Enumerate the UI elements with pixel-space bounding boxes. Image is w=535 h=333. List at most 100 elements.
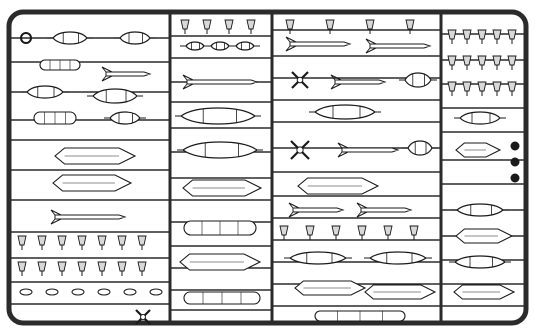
drop-tank-part	[179, 253, 262, 271]
pylon-body	[305, 225, 315, 236]
pylon-body	[180, 19, 190, 30]
pylon-part	[325, 19, 335, 34]
pylon-part	[37, 235, 47, 250]
pylon-part	[37, 261, 47, 276]
round-part	[510, 141, 520, 151]
pylon-part	[77, 261, 87, 276]
pylon-body	[492, 55, 502, 66]
pylon-part	[477, 55, 487, 70]
pylon-part	[97, 261, 107, 276]
pylon-body	[224, 19, 234, 30]
missile-fins	[288, 202, 300, 218]
rocket-pod-part	[39, 59, 81, 71]
bomb-part	[26, 85, 64, 99]
pylon-body	[447, 55, 457, 66]
tiny-bomb	[210, 41, 230, 51]
small-disc	[123, 288, 137, 296]
small-disc	[97, 288, 111, 296]
pylon-part	[117, 261, 127, 276]
round-part	[20, 32, 32, 44]
pylon-part	[246, 19, 256, 34]
small-disc	[45, 288, 59, 296]
fin-hub	[140, 314, 146, 320]
missile-fins	[365, 38, 377, 54]
missile-fins	[337, 142, 349, 158]
pylon-body	[462, 55, 472, 66]
pylon-part	[462, 55, 472, 70]
pylon-part	[383, 225, 393, 240]
bomb-part	[368, 251, 428, 265]
small-disc	[149, 288, 163, 296]
pylon-body	[507, 29, 517, 40]
pylon-body	[57, 261, 67, 272]
drop-tank-part	[453, 284, 516, 300]
pylon-part	[447, 81, 457, 96]
pylon-body	[137, 261, 147, 272]
pylon-part	[492, 81, 502, 96]
missile-fins	[285, 36, 297, 52]
sprue-frame	[6, 9, 529, 326]
pylon-part	[409, 225, 419, 240]
pylon-part	[180, 19, 190, 34]
missile-fins	[50, 209, 62, 225]
pylon-body	[492, 81, 502, 92]
pylon-body	[507, 55, 517, 66]
pylon-body	[37, 235, 47, 246]
pylon-body	[365, 19, 375, 30]
missile-part	[356, 202, 413, 218]
pylon-part	[57, 235, 67, 250]
missile-fins	[182, 74, 194, 90]
drop-tank-part	[297, 177, 380, 195]
pylon-part	[447, 29, 457, 44]
bomb-body	[119, 31, 151, 45]
pylon-body	[477, 29, 487, 40]
missile-fins	[101, 66, 113, 82]
pylon-part	[507, 55, 517, 70]
pylon-part	[477, 81, 487, 96]
pylon-body	[325, 19, 335, 30]
fin-hub	[296, 76, 304, 84]
pylon-part	[17, 235, 27, 250]
sprue-parts	[17, 19, 520, 325]
pylon-body	[77, 235, 87, 246]
pylon-part	[507, 29, 517, 44]
bomb-part	[314, 104, 376, 120]
rocket-pod-part	[314, 310, 406, 322]
drop-tank-part	[364, 284, 437, 300]
pylon-body	[279, 225, 289, 236]
tiny-bomb	[185, 41, 205, 51]
pylon-part	[17, 261, 27, 276]
drop-tank-part	[455, 228, 514, 244]
rocket-pod-part	[183, 291, 261, 305]
missile-fins	[356, 202, 368, 218]
small-bomb	[119, 31, 151, 45]
bomb-body	[314, 104, 376, 120]
missile-body	[54, 214, 127, 220]
pylon-body	[285, 19, 295, 30]
missile-part	[365, 38, 432, 54]
bomb-part	[109, 111, 141, 125]
pylon-body	[447, 29, 457, 40]
rocket-pod-part	[33, 111, 77, 125]
pylon-part	[492, 55, 502, 70]
missile-body	[289, 41, 352, 47]
missile-body	[105, 71, 152, 77]
bomb-body	[407, 140, 433, 156]
pylon-part	[462, 29, 472, 44]
missile-fins	[330, 74, 342, 90]
long-missile-part	[50, 209, 127, 225]
missile-body	[186, 79, 259, 85]
pylon-body	[137, 235, 147, 246]
pylon-body	[357, 225, 367, 236]
pylon-part	[224, 19, 234, 34]
bomb-body	[454, 255, 506, 269]
pylon-body	[462, 29, 472, 40]
bomb-part	[454, 255, 506, 269]
pylon-part	[285, 19, 295, 34]
rocket-pod-part	[183, 220, 257, 236]
drop-tank-part	[52, 174, 133, 192]
pylon-part	[447, 55, 457, 70]
missile-body	[360, 207, 413, 213]
